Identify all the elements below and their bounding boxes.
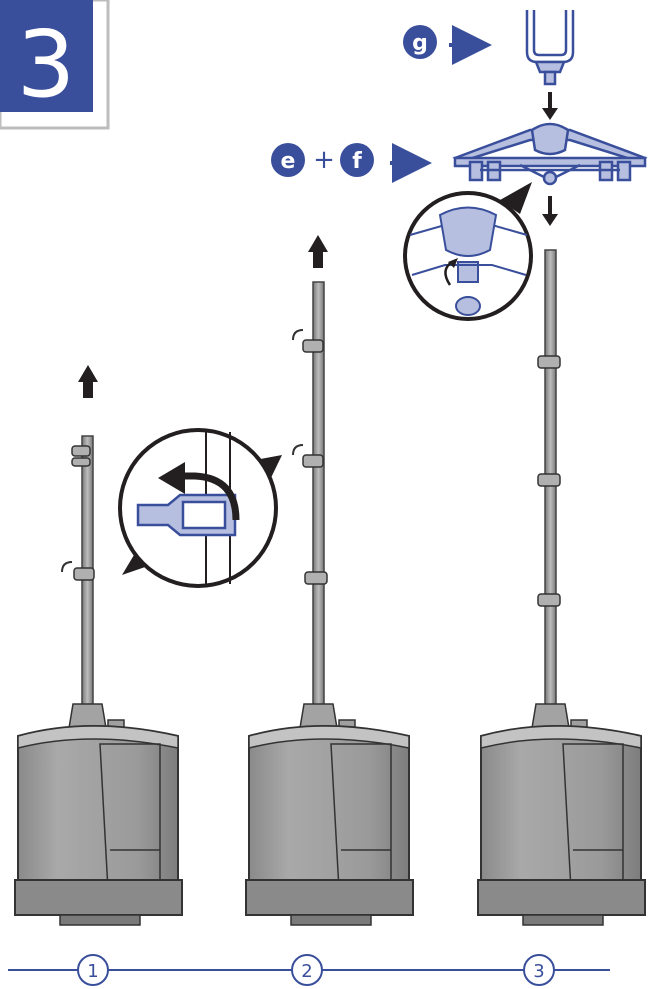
callout-e-letter: e bbox=[281, 149, 296, 174]
hanger-hook-part bbox=[525, 10, 575, 86]
callout-e-circle bbox=[271, 143, 305, 177]
stage-marker-2 bbox=[291, 954, 323, 986]
stage-number-1: 1 bbox=[87, 961, 98, 982]
step-number: 3 bbox=[17, 11, 76, 118]
step-badge: 3 bbox=[0, 0, 110, 130]
callout-plus: + bbox=[313, 145, 335, 175]
callout-ef: e + f bbox=[271, 143, 432, 183]
callout-g-letter: g bbox=[412, 31, 428, 56]
stage-timeline: 1 2 3 bbox=[8, 954, 610, 986]
steamer-unit-2 bbox=[245, 235, 414, 926]
stage-marker-1 bbox=[77, 954, 109, 986]
callout-g: g bbox=[403, 25, 492, 65]
stage-marker-3 bbox=[523, 954, 555, 986]
callout-g-circle bbox=[403, 25, 437, 59]
steamer-unit-3 bbox=[477, 249, 646, 926]
callout-f-letter: f bbox=[352, 149, 362, 174]
hook-down-arrow-head bbox=[542, 108, 558, 120]
hanger-frame-part bbox=[452, 122, 648, 186]
hanger-down-arrow-head bbox=[542, 214, 558, 226]
stage-number-3: 3 bbox=[533, 961, 544, 982]
zoom-detail-hanger bbox=[403, 182, 533, 321]
stage-number-2: 2 bbox=[301, 961, 312, 982]
zoom-detail-clip bbox=[118, 428, 282, 588]
callout-f-circle bbox=[340, 143, 374, 177]
steamer-unit-1 bbox=[14, 365, 183, 926]
